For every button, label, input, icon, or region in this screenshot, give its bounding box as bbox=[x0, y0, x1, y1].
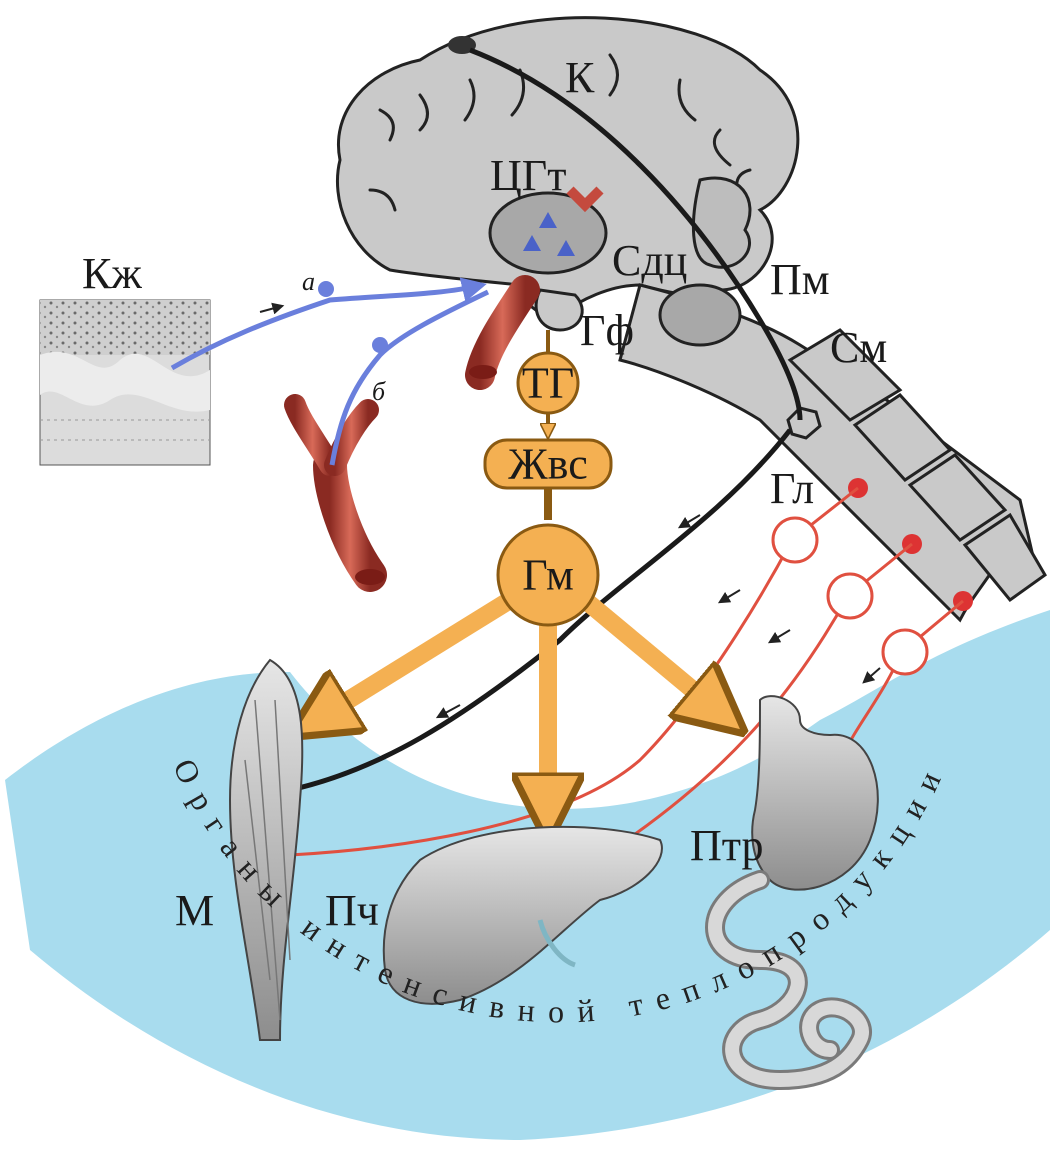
label-thermo-center: ЦГт bbox=[490, 151, 566, 200]
gm-to-stomach-arrow bbox=[585, 600, 735, 725]
brain bbox=[337, 18, 1035, 620]
label-spinal-cord: См bbox=[830, 323, 887, 372]
ganglion-1 bbox=[773, 518, 817, 562]
label-pathway-a: а bbox=[302, 267, 315, 296]
label-skin: Кж bbox=[82, 249, 142, 298]
skin-section bbox=[40, 300, 210, 465]
ganglion-2 bbox=[828, 574, 872, 618]
zhvs-label: Жвс bbox=[508, 440, 587, 489]
afferent-node-b bbox=[372, 337, 388, 353]
label-pathway-b: б bbox=[372, 377, 386, 406]
afferent-node-a bbox=[318, 281, 334, 297]
gm-label: Гм bbox=[522, 551, 574, 600]
label-hypophysis: Гф bbox=[580, 306, 634, 355]
pituitary bbox=[536, 290, 582, 330]
brain-vessel bbox=[480, 290, 525, 375]
label-stomach: Птр bbox=[690, 821, 764, 870]
cerebellum bbox=[693, 178, 750, 267]
label-vasomotor-center: Сдц bbox=[612, 236, 687, 285]
ganglion-3 bbox=[883, 630, 927, 674]
label-cortex: К bbox=[565, 53, 595, 102]
medulla-oval bbox=[660, 285, 740, 345]
label-medulla: Пм bbox=[770, 255, 830, 304]
label-ganglion: Гл bbox=[770, 464, 814, 513]
afferent-path-a bbox=[172, 285, 482, 368]
label-muscle: М bbox=[175, 886, 214, 935]
gm-to-muscle-arrow bbox=[300, 600, 510, 730]
peripheral-vessel bbox=[330, 465, 370, 575]
tg-label: ТГ bbox=[522, 359, 574, 408]
